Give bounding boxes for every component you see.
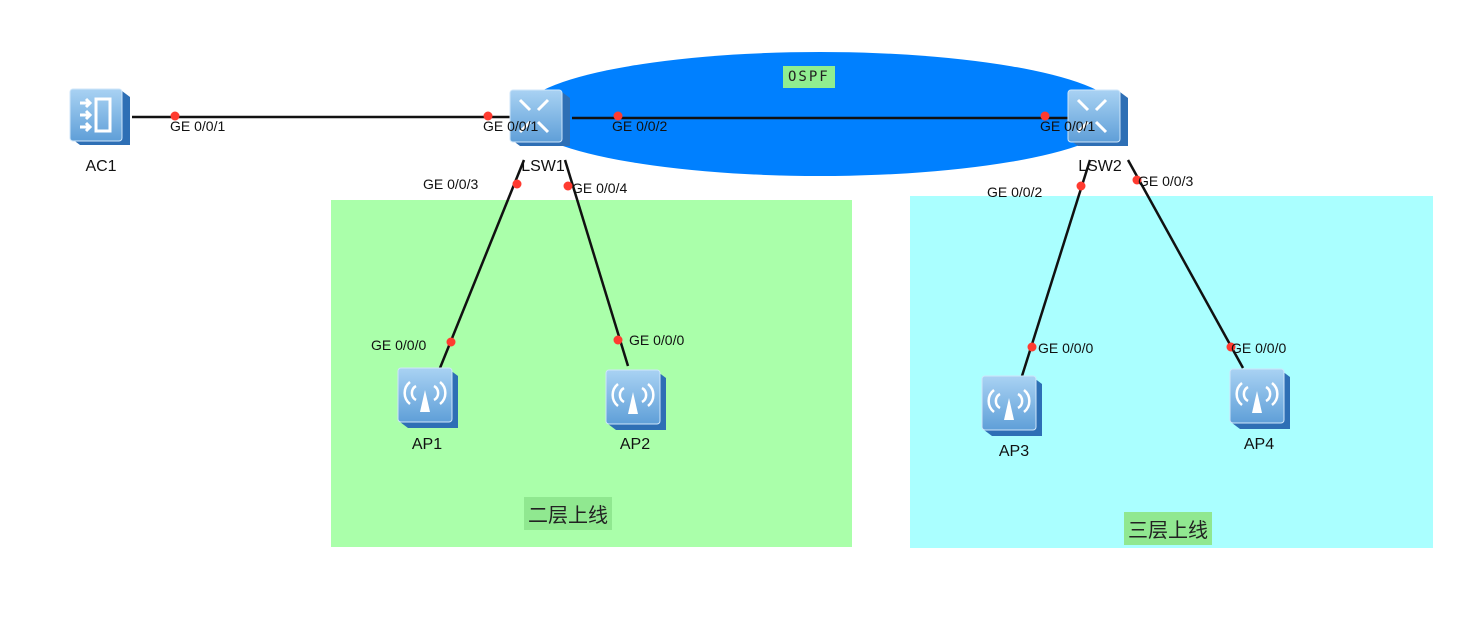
access-point-icon[interactable] [980,374,1044,438]
port-dot [512,179,522,189]
port-label: GE 0/0/2 [612,118,668,134]
port-label: GE 0/0/1 [170,118,226,134]
port-dot [170,111,180,121]
access-point-icon[interactable] [397,367,458,428]
port-dot [1226,342,1236,352]
link-lsw2-ap4[interactable] [1126,159,1245,369]
port-label: GE 0/0/1 [483,118,539,134]
link-lsw1-ap2[interactable] [563,159,630,367]
device-name-lsw2: LSW2 [1078,158,1122,175]
layer2-label: 二层上线 [524,497,612,530]
access-point-icon[interactable] [1228,367,1292,431]
layer3-label: 三层上线 [1124,512,1212,545]
ospf-area [520,52,1120,176]
port-dot [1040,111,1050,121]
port-label: GE 0/0/2 [987,184,1043,200]
access-controller-icon[interactable] [69,88,130,145]
port-dot [613,335,623,345]
port-label: GE 0/0/0 [371,337,427,353]
port-dot [1076,181,1086,191]
device-name-ap1: AP1 [411,436,443,453]
port-label: GE 0/0/3 [1138,173,1194,189]
port-label: GE 0/0/0 [629,332,685,348]
device-name-ap4: AP4 [1243,436,1275,453]
switch-icon[interactable] [509,89,570,146]
port-dot [446,337,456,347]
device-name-lsw1: LSW1 [521,158,565,175]
port-label: GE 0/0/4 [572,180,628,196]
link-lsw2-ap3[interactable] [1020,159,1092,377]
port-dot [483,111,493,121]
device-name-ac1: AC1 [85,158,117,175]
port-dot [1132,175,1142,185]
switch-icon[interactable] [1067,89,1128,146]
port-label: GE 0/0/0 [1038,340,1094,356]
port-dot [613,111,623,121]
access-point-icon[interactable] [604,368,668,432]
port-label: GE 0/0/0 [1231,340,1287,356]
device-name-ap3: AP3 [998,443,1030,460]
port-label: GE 0/0/1 [1040,118,1096,134]
layer3-area [910,196,1433,548]
device-name-ap2: AP2 [619,436,651,453]
port-dot [563,181,573,191]
port-dot [1027,342,1037,352]
link-lsw1-ap1[interactable] [438,159,526,369]
port-label: GE 0/0/3 [423,176,479,192]
ospf-label: OSPF [783,66,835,88]
